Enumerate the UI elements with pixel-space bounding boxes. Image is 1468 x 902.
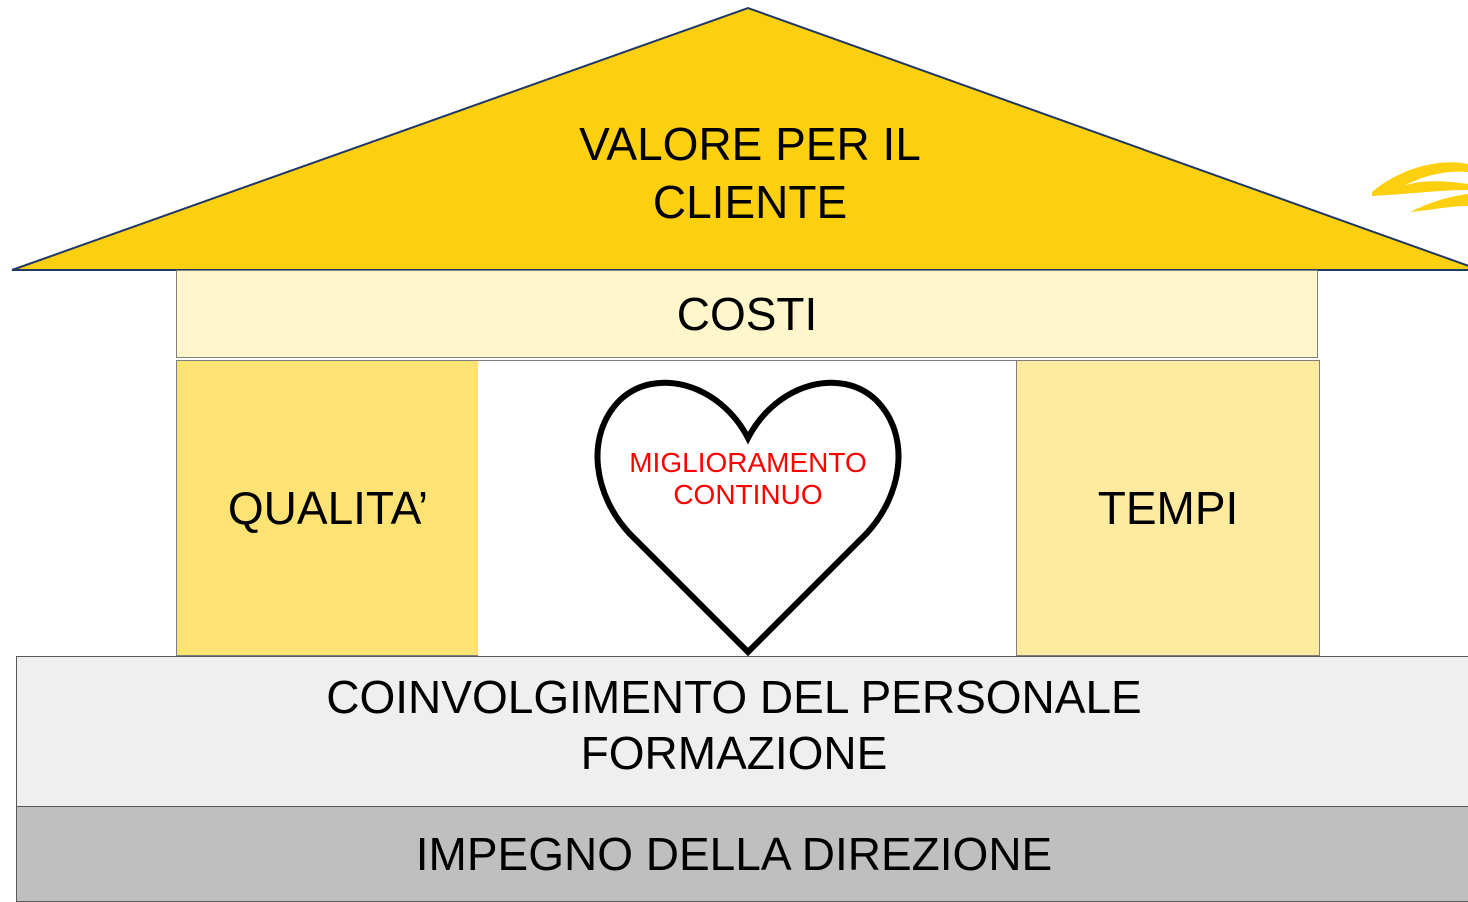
heart-label-line1: MIGLIORAMENTO: [629, 447, 867, 478]
roof-title-line1: VALORE PER IL: [579, 118, 921, 170]
pillar-qualita-label: QUALITA’: [227, 482, 429, 534]
costi-band: COSTI: [176, 270, 1318, 358]
heart-icon: [594, 379, 902, 657]
pillar-tempi-label: TEMPI: [1097, 482, 1239, 534]
foundation-band: COINVOLGIMENTO DEL PERSONALE FORMAZIONE: [16, 656, 1468, 808]
pillar-tempi: TEMPI: [1016, 360, 1320, 656]
foundation-line1: COINVOLGIMENTO DEL PERSONALE: [326, 671, 1142, 723]
roof-title-line2: CLIENTE: [652, 176, 848, 228]
roof-title: VALORE PER IL CLIENTE: [450, 115, 1050, 231]
heart-label: MIGLIORAMENTO CONTINUO: [590, 447, 906, 511]
costi-label: COSTI: [676, 288, 818, 340]
foundation-line2: FORMAZIONE: [580, 727, 888, 779]
base-label: IMPEGNO DELLA DIREZIONE: [415, 828, 1053, 880]
base-band: IMPEGNO DELLA DIREZIONE: [16, 806, 1468, 902]
heart-label-line2: CONTINUO: [673, 479, 823, 510]
pillar-qualita: QUALITA’: [176, 360, 480, 656]
swoosh-decoration: [1372, 162, 1468, 212]
